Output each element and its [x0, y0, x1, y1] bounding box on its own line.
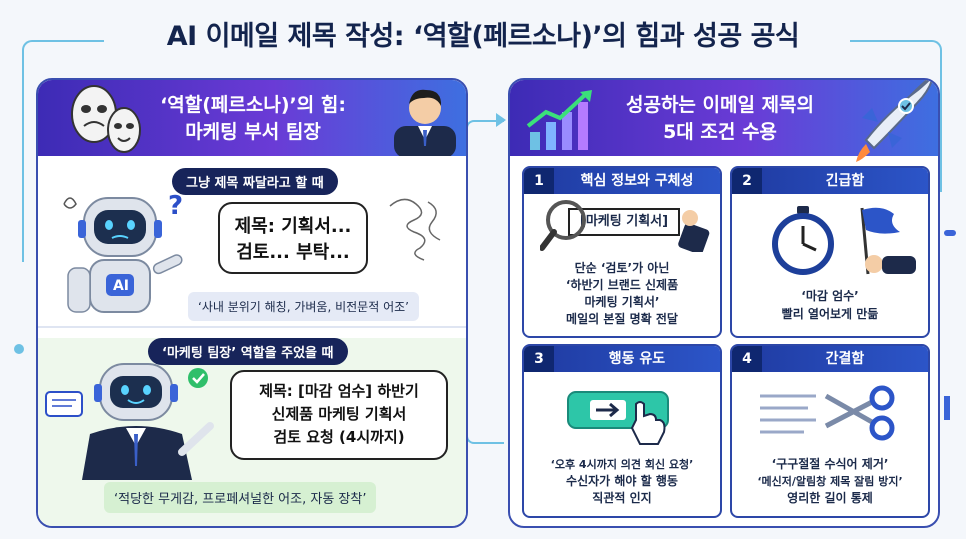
card-header: 1 핵심 정보와 구체성: [524, 168, 720, 194]
conditions-panel: 성공하는 이메일 제목의 5대 조건 수용 1 핵심 정보와 구체성 [마케팅 …: [508, 78, 940, 528]
magnifier-tag: [마케팅 기획서]: [568, 208, 680, 236]
card-desc-line1: 단순 ‘검토’가 아닌: [574, 261, 670, 275]
card-desc-line3: 마케팅 기획서’: [584, 295, 660, 309]
card-desc-line2: ‘메신저/알림창 제목 잘림 방지’: [757, 475, 903, 488]
card-number: 1: [524, 168, 554, 194]
theater-mask-icon: [71, 85, 141, 153]
card-number: 3: [524, 346, 554, 372]
card-desc-line3: 직관적 인지: [592, 491, 652, 505]
confused-robot-icon: ?: [63, 191, 183, 313]
top-right-connector: [850, 40, 942, 192]
persona-header-line1: ‘역할(페르소나)’의 힘:: [160, 94, 346, 116]
card-desc-line4: 메일의 본질 명확 전달: [566, 312, 678, 326]
condition-card-urgency: 2 긴급함 ‘마감 엄수’ 빨리 열어보게 만듦: [730, 166, 930, 338]
scribble-icon: [389, 198, 441, 261]
card-title: 긴급함: [825, 173, 865, 189]
manager-robot-icon: [45, 363, 214, 480]
scenario-divider: [38, 326, 466, 328]
card-header: 4 간결함: [732, 346, 928, 372]
conditions-header-line2: 5대 조건 수용: [663, 121, 777, 143]
plain-request-label: 그냥 제목 짜달라고 할 때: [172, 168, 338, 195]
right-side-marker: [944, 230, 956, 236]
plain-result-text: ‘사내 분위기 해칭, 가벼움, 비전문적 어조’: [188, 292, 419, 321]
rocket-icon: [856, 80, 934, 162]
persona-panel: ‘역할(페르소나)’의 힘: 마케팅 부서 팀장 그냥 제목 짜달라고 할 때 …: [36, 78, 468, 528]
card-title: 핵심 정보와 구체성: [580, 173, 694, 189]
card-title: 행동 유도: [608, 351, 666, 367]
card-header: 3 행동 유도: [524, 346, 720, 372]
right-side-bars: [944, 396, 950, 420]
ai-badge: AI: [112, 278, 130, 294]
top-left-connector: [22, 40, 104, 262]
magnifier-icon: [540, 200, 710, 252]
click-button-icon: [567, 391, 669, 445]
card-desc-line3: 영리한 길이 통제: [787, 491, 873, 505]
card-desc-line2: 빨리 열어보게 만듦: [781, 307, 879, 321]
conditions-header-line1: 성공하는 이메일 제목의: [625, 94, 815, 116]
growth-chart-icon: [526, 90, 592, 150]
condition-card-brevity: 4 간결함 ‘구구절절 수식어 제거’ ‘메신저/알림창 제목 잘림 방지’ 영…: [730, 344, 930, 518]
card-header: 2 긴급함: [732, 168, 928, 194]
card-desc-line2: 수신자가 해야 할 행동: [566, 474, 678, 488]
plain-subject-bubble: 제목: 기획서... 검토... 부탁...: [218, 202, 368, 274]
conditions-header-title: 성공하는 이메일 제목의 5대 조건 수용: [600, 92, 840, 146]
flag-icon: [860, 207, 916, 275]
persona-request-label: ‘마케팅 팀장’ 역할을 주었을 때: [148, 338, 348, 365]
card-desc-line1: ‘마감 엄수’: [801, 289, 859, 303]
card-number: 2: [732, 168, 762, 194]
arrow-icon: [496, 113, 506, 127]
card-title: 간결함: [825, 351, 865, 367]
persona-header-line2: 마케팅 부서 팀장: [185, 121, 321, 143]
page-title: AI 이메일 제목 작성: ‘역할(페르소나)’의 힘과 성공 공식: [166, 21, 800, 52]
persona-header-title: ‘역할(페르소나)’의 힘: 마케팅 부서 팀장: [138, 92, 368, 146]
scissors-icon: [760, 385, 895, 441]
middle-connector: [466, 120, 504, 444]
svg-text:?: ?: [168, 191, 183, 221]
persona-subject-line1: 제목: [마감 엄수] 하반기: [259, 382, 419, 400]
card-desc-line2: ‘하반기 브랜드 신제품: [565, 278, 679, 292]
plain-subject-line2: 검토... 부탁...: [236, 242, 350, 263]
manager-avatar-icon: [394, 89, 456, 156]
persona-subject-line3: 검토 요청 (4시까지): [273, 428, 405, 446]
persona-subject-bubble: 제목: [마감 엄수] 하반기 신제품 마케팅 기획서 검토 요청 (4시까지): [230, 370, 448, 460]
condition-card-call-to-action: 3 행동 유도 ‘오후 4시까지 의견 회신 요청’ 수신자가 해야 할 행동 …: [522, 344, 722, 518]
card-desc-line1: ‘구구절절 수식어 제거’: [771, 457, 889, 471]
condition-card-specificity: 1 핵심 정보와 구체성 [마케팅 기획서] 단순 ‘검토’가 아닌 ‘하반기 …: [522, 166, 722, 338]
stopwatch-icon: [772, 206, 834, 275]
card-desc-line1: ‘오후 4시까지 의견 회신 요청’: [550, 458, 694, 471]
card-number: 4: [732, 346, 762, 372]
persona-subject-line2: 신제품 마케팅 기획서: [271, 405, 407, 423]
plain-subject-line1: 제목: 기획서...: [234, 216, 352, 237]
persona-result-text: ‘적당한 무게감, 프로페셔널한 어조, 자동 장착’: [104, 482, 377, 513]
left-side-marker: [14, 344, 24, 354]
